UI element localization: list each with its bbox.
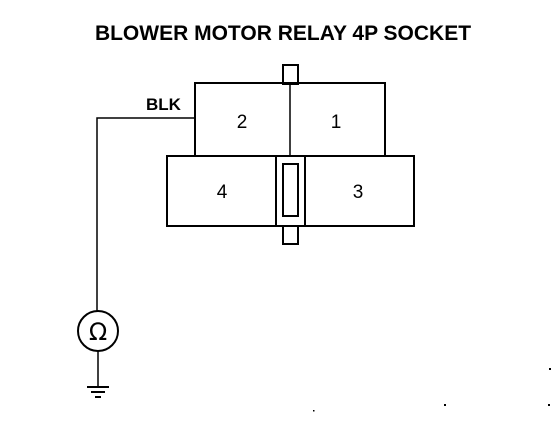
socket-bottom-tab — [282, 225, 299, 245]
socket-upper-block — [194, 82, 386, 157]
ground-icon — [87, 386, 109, 398]
ohmmeter-icon: Ω — [77, 310, 119, 352]
terminal-1-label: 1 — [331, 112, 342, 133]
terminal-2-label: 2 — [237, 112, 248, 133]
socket-top-tab — [282, 64, 299, 85]
wire-color-label: BLK — [146, 95, 182, 114]
diagram-title: BLOWER MOTOR RELAY 4P SOCKET — [95, 22, 471, 45]
terminal-4-label: 4 — [217, 182, 228, 203]
ohmmeter-symbol: Ω — [89, 318, 107, 346]
socket-center-latch — [275, 155, 306, 227]
test-lead-wire — [96, 117, 195, 312]
terminal-3-label: 3 — [353, 182, 364, 203]
scan-specks — [313, 368, 551, 412]
